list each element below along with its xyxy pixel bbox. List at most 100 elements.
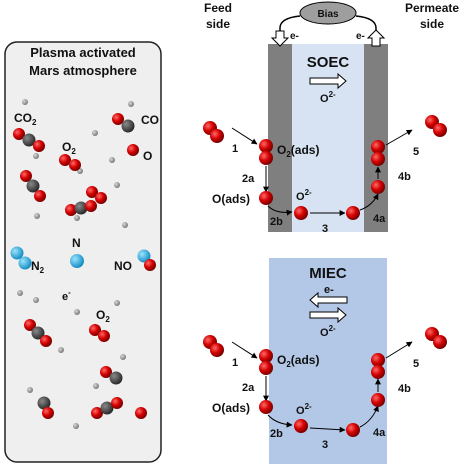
step-4a-label: 4a <box>373 427 386 439</box>
soec-mechanism: 1 O2(ads) 2a O(ads) 2b O2- 3 4a 4b 5 <box>203 115 447 235</box>
miec-electron-label: e- <box>324 284 334 296</box>
step-5-arrow <box>385 129 413 146</box>
step-3-label: 3 <box>322 439 328 451</box>
o2-label: O2 <box>62 140 76 156</box>
soec-title: SOEC <box>307 54 350 71</box>
n-atom <box>70 254 84 268</box>
miec-title: MIEC <box>309 265 347 282</box>
electron-out-arrow <box>366 29 386 47</box>
step-1-label: 1 <box>232 357 238 369</box>
permeate-side-label-line1: Permeate <box>405 1 459 15</box>
step-5-arrow <box>385 341 413 359</box>
step-2b-label: 2b <box>270 428 283 440</box>
miec-mechanism: 1 O2(ads) 2a O(ads) 2b O2- 3 4a 4b 5 <box>203 327 447 451</box>
electron-dot <box>33 153 39 159</box>
step-2a-label: 2a <box>242 173 255 185</box>
co-molecule <box>37 396 54 419</box>
soec-electrolyte <box>292 44 364 232</box>
electron-dot <box>114 182 120 188</box>
o-atom <box>127 144 139 156</box>
electron-label: e- <box>62 288 71 303</box>
electron-dot <box>34 213 40 219</box>
step-4a-label: 4a <box>373 213 386 225</box>
step-2b-arrow <box>267 414 293 428</box>
electron-dot <box>73 423 79 429</box>
step-2b-arrow <box>267 205 293 216</box>
n2-molecule <box>10 246 32 270</box>
feed-side-label-line2: side <box>206 17 230 31</box>
step-4a-arrow <box>359 405 379 428</box>
n-label: N <box>72 236 81 250</box>
co-label: CO <box>141 113 159 127</box>
n2-label: N2 <box>31 259 45 275</box>
o2-molecule <box>89 324 110 342</box>
soec-ion-arrow <box>309 72 347 90</box>
no-label: NO <box>114 259 132 273</box>
electron-dot <box>92 130 98 136</box>
soec-ion-label: O2- <box>320 90 336 105</box>
electron-dot <box>109 157 115 163</box>
step-2a-label: 2a <box>242 382 255 394</box>
miec-ion-arrow <box>309 306 347 324</box>
soec-wire-left <box>279 15 301 44</box>
co2-label: CO2 <box>14 111 37 127</box>
permeate-side-label-line2: side <box>420 17 444 31</box>
o2-lower-label: O2 <box>96 308 110 324</box>
step-4b-label: 4b <box>398 171 411 183</box>
co2-molecule <box>24 319 52 347</box>
step-5-label: 5 <box>413 146 419 158</box>
ion-label-miec: O2- <box>296 402 312 417</box>
electron-dot <box>122 222 128 228</box>
miec-ion-label: O2- <box>320 324 336 339</box>
plasma-panel-box <box>4 41 162 463</box>
o2-molecule <box>86 186 107 204</box>
electron-dot <box>74 215 80 221</box>
feed-side-label-line1: Feed <box>204 1 232 15</box>
o2-molecule <box>59 154 81 171</box>
bias-source <box>299 1 357 25</box>
miec-electron-arrow <box>309 291 348 309</box>
step-3-arrow <box>309 426 346 433</box>
o2ads-label: O2(ads) <box>277 353 319 369</box>
co2-molecule <box>65 200 97 216</box>
electron-in-arrow <box>270 30 290 47</box>
step-1-arrow <box>231 341 258 359</box>
step-4b-label: 4b <box>398 383 411 395</box>
o-label: O <box>143 149 152 163</box>
electron-dot <box>74 309 80 315</box>
electron-dot <box>33 297 39 303</box>
step-3-label: 3 <box>322 223 328 235</box>
o2ads-label: O2(ads) <box>277 143 319 159</box>
electron-dot <box>120 354 126 360</box>
miec-membrane: MIEC e- O2- <box>269 258 387 464</box>
o-atom <box>135 407 147 419</box>
soec-wire-right <box>355 15 377 44</box>
soec-cell: Bias e- e- SOEC O2- <box>268 1 388 232</box>
soec-e-right: e- <box>356 31 365 42</box>
electron-dot <box>93 383 99 389</box>
electron-dot <box>58 347 64 353</box>
co2-molecule <box>13 128 45 152</box>
oads-label: O(ads) <box>212 401 250 415</box>
electron-dot <box>22 99 28 105</box>
plasma-panel: Plasma activated Mars atmosphere CO2 CO … <box>4 41 162 463</box>
co2-molecule <box>20 170 46 202</box>
plasma-title-line1: Plasma activated <box>30 45 136 60</box>
no-molecule <box>137 249 156 271</box>
step-4a-arrow <box>359 193 379 211</box>
soec-e-left: e- <box>290 31 299 42</box>
electron-dot <box>17 290 23 296</box>
step-2b-label: 2b <box>270 216 283 228</box>
soec-left-electrode <box>268 44 292 232</box>
co-molecule <box>112 113 135 133</box>
step-1-label: 1 <box>232 143 238 155</box>
ion-label-soec: O2- <box>296 188 312 203</box>
step-5-label: 5 <box>413 358 419 370</box>
electron-dot <box>128 101 134 107</box>
plasma-title-line2: Mars atmosphere <box>29 63 137 78</box>
step-1-arrow <box>231 127 258 145</box>
miec-membrane-box <box>269 258 387 464</box>
soec-right-electrode <box>364 44 388 232</box>
